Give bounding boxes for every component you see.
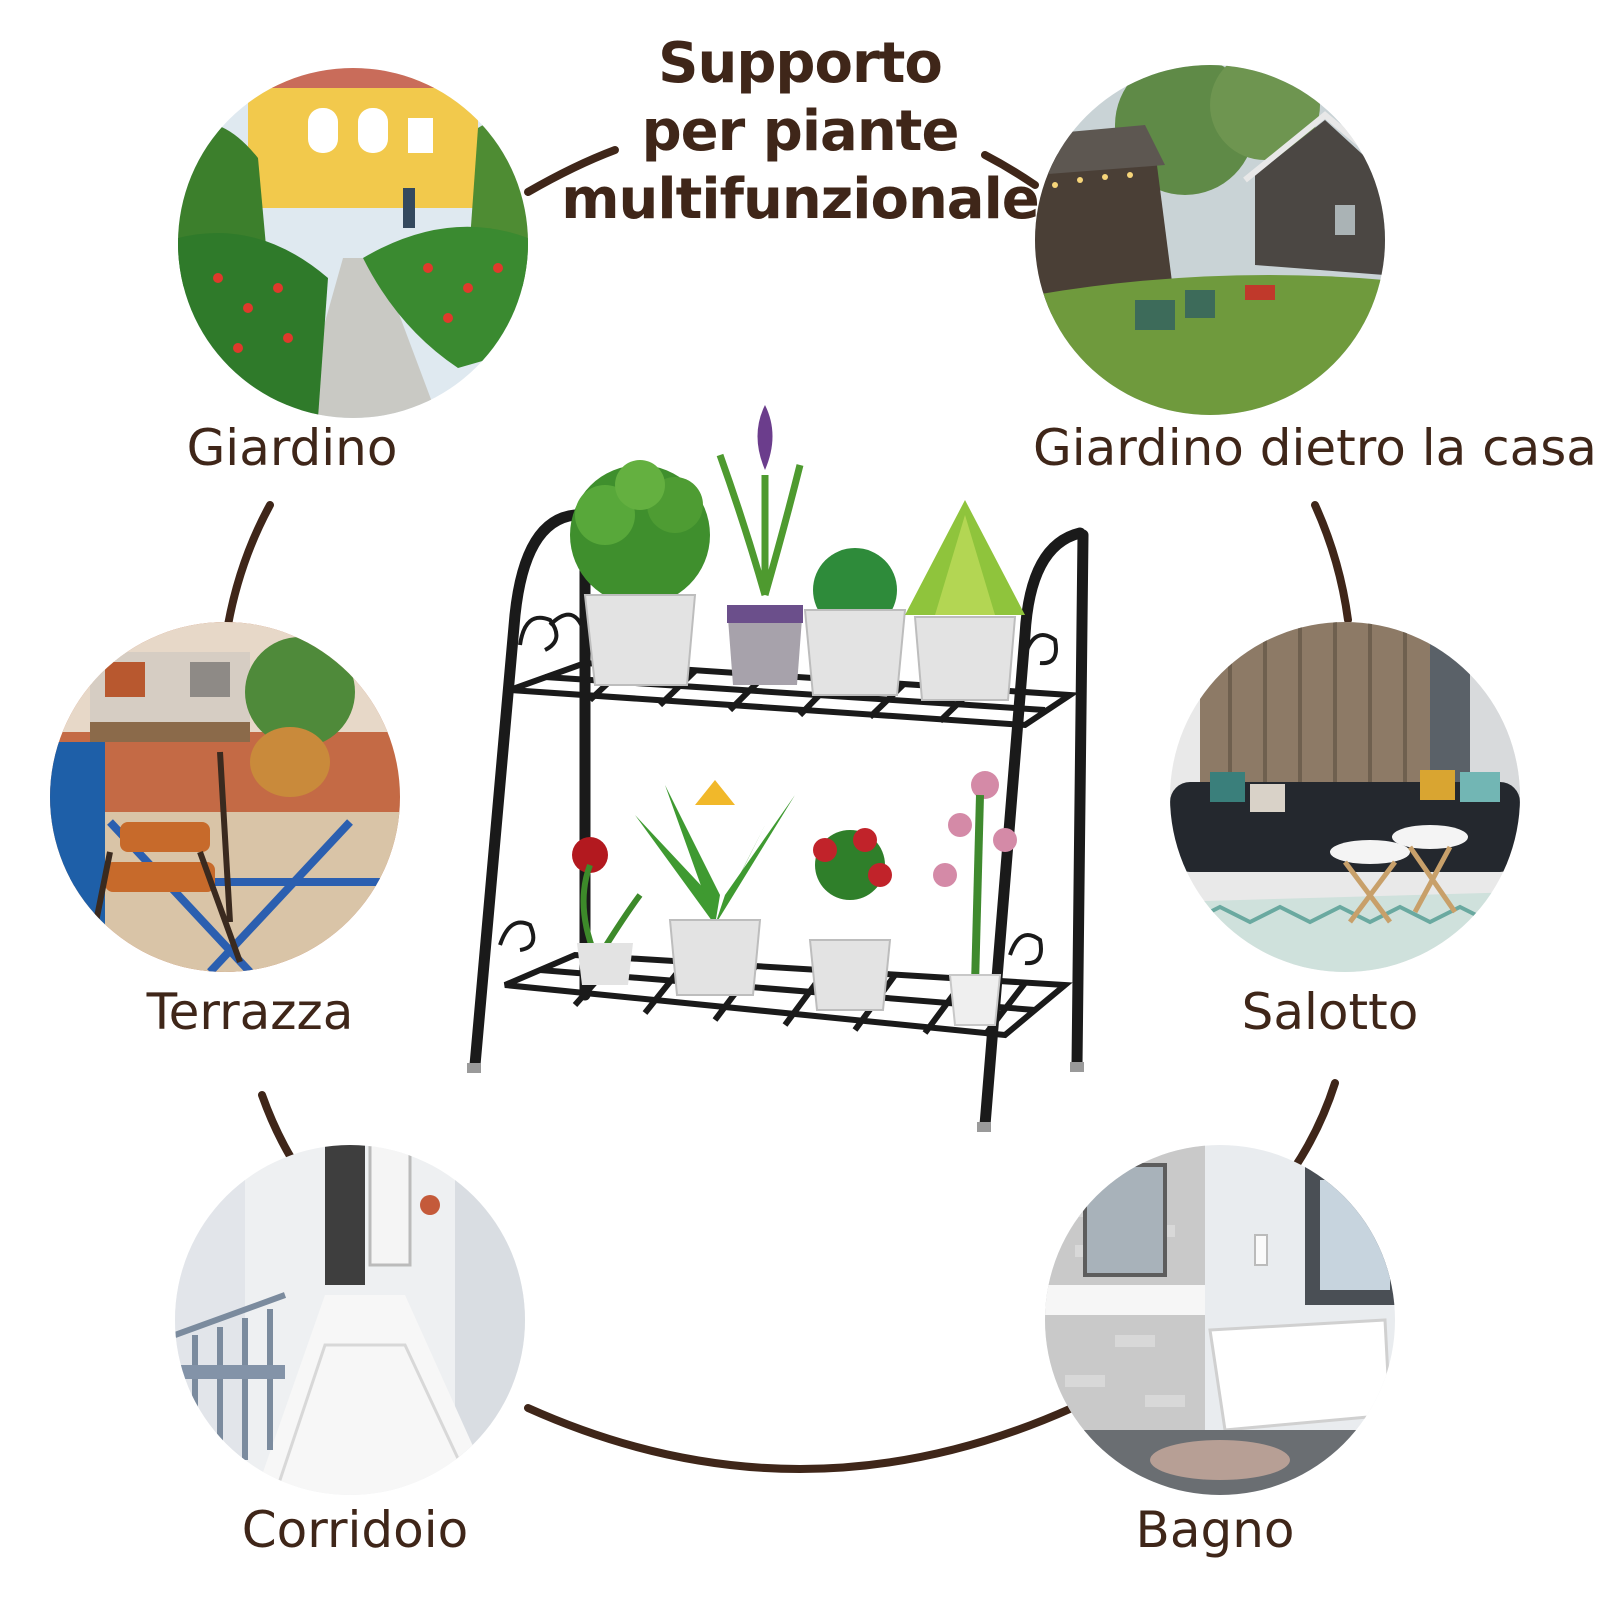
room-label-bagno: Bagno bbox=[1135, 1501, 1295, 1559]
room-label-salotto: Salotto bbox=[1241, 983, 1419, 1041]
room-label-corridoio: Corridoio bbox=[241, 1501, 469, 1559]
backyard-photo bbox=[1035, 65, 1385, 415]
plant-stand-product-image bbox=[465, 395, 1105, 1155]
corridor-photo bbox=[175, 1145, 525, 1495]
garden-path-photo bbox=[178, 68, 528, 418]
title-line-1: Supporto bbox=[658, 31, 943, 96]
room-label-terrazza: Terrazza bbox=[146, 983, 354, 1041]
terrace-photo bbox=[50, 622, 400, 972]
title-line-3: multifunzionale bbox=[561, 167, 1040, 232]
room-label-giardino: Giardino bbox=[186, 419, 398, 477]
page-title: Supporto per piante multifunzionale bbox=[540, 30, 1060, 234]
living-room-photo bbox=[1170, 622, 1520, 972]
title-line-2: per piante bbox=[641, 99, 960, 164]
room-label-giardino-dietro-la-casa: Giardino dietro la casa bbox=[1033, 419, 1597, 477]
bathroom-photo bbox=[1045, 1145, 1395, 1495]
